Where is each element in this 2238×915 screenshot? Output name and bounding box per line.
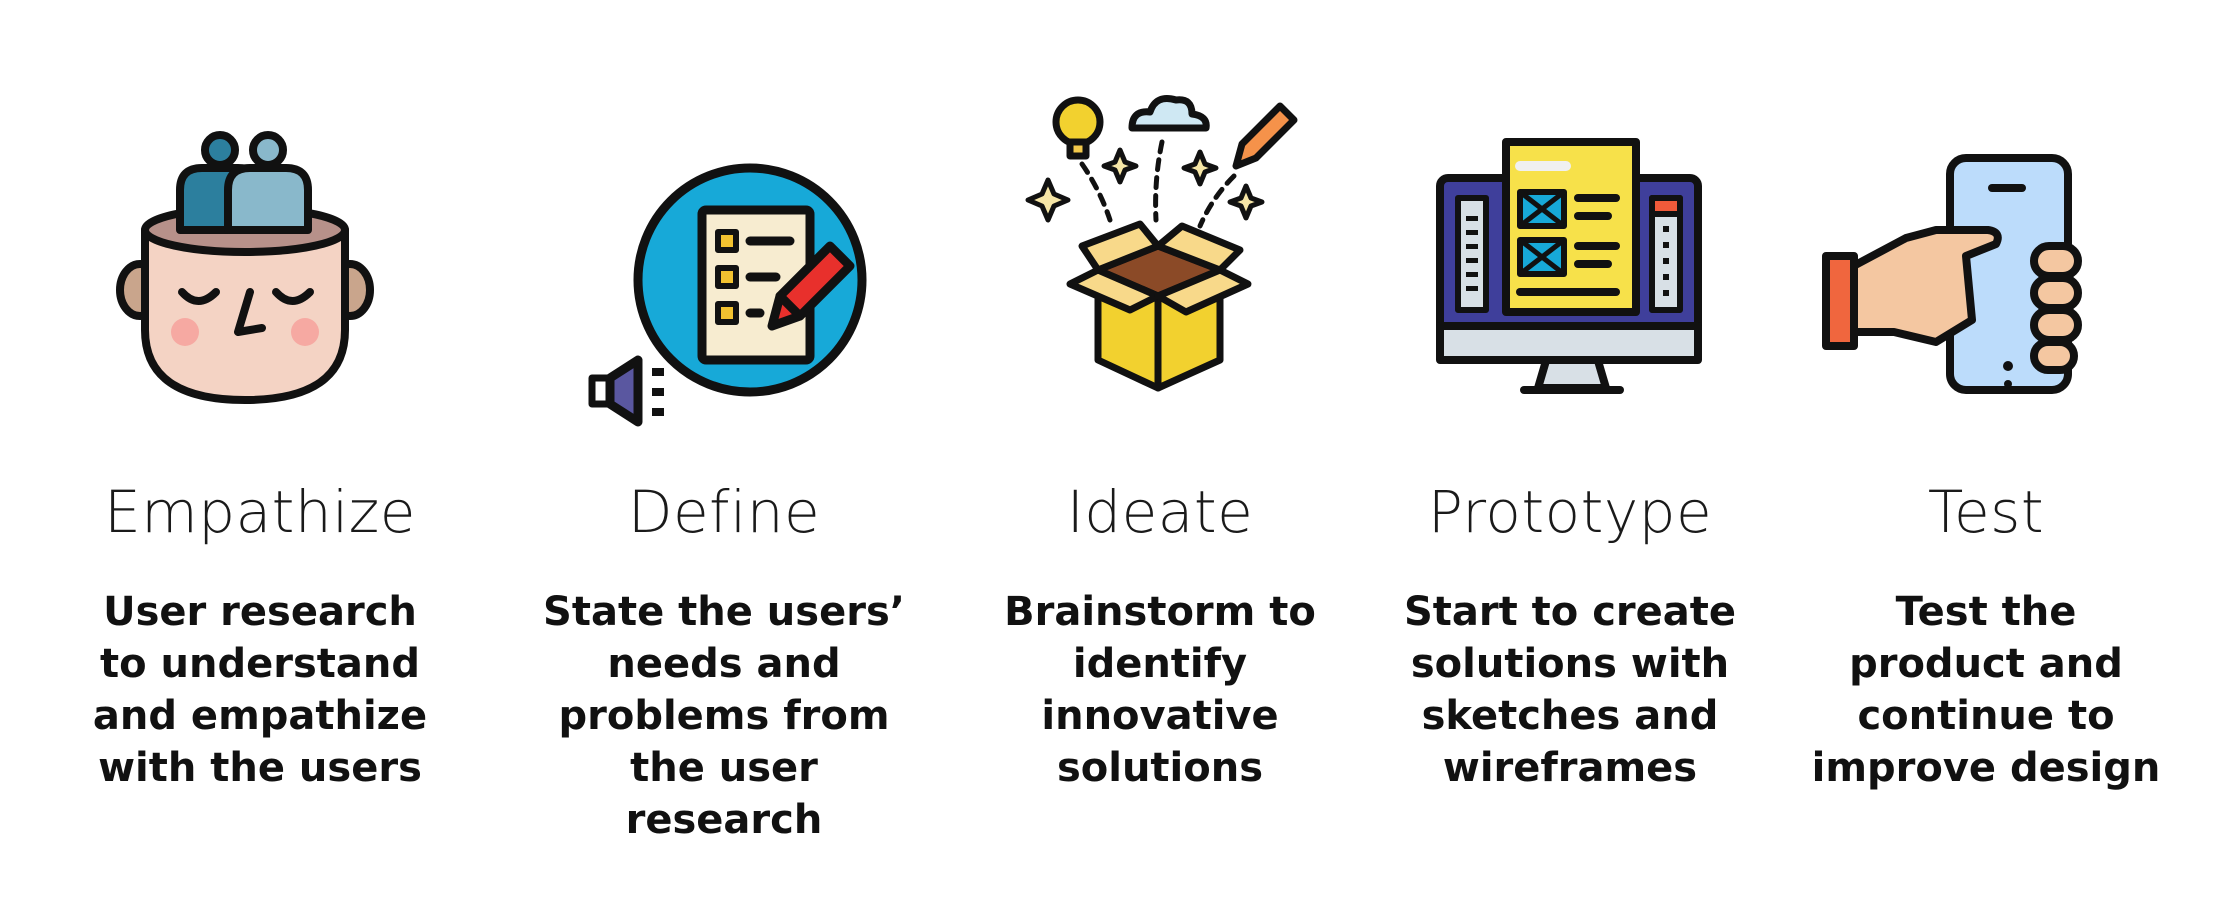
idea-box-icon [950, 70, 1370, 460]
step-description: Test the product and continue to improve… [1811, 589, 2161, 791]
step-empathize: Empathize User research to understand an… [50, 0, 470, 915]
monitor-wireframe-icon [1360, 70, 1780, 460]
hand-holding-phone-icon [1776, 70, 2196, 460]
step-test: Test Test the product and continue to im… [1776, 0, 2196, 915]
step-prototype: Prototype Start to create solutions with… [1360, 0, 1780, 915]
step-description: State the users’ needs and problems from… [543, 589, 905, 843]
step-description: Brainstorm to identify innovative soluti… [1004, 589, 1316, 791]
step-title: Ideate [1066, 478, 1254, 546]
step-title: Test [1927, 478, 2045, 546]
head-with-users-icon [50, 70, 470, 460]
step-description: User research to understand and empathiz… [92, 589, 428, 791]
step-title: Empathize [104, 478, 416, 546]
step-define: Define State the users’ needs and proble… [514, 0, 934, 915]
step-ideate: Ideate Brainstorm to identify innovative… [950, 0, 1370, 915]
step-title: Prototype [1427, 478, 1713, 546]
checklist-megaphone-icon [514, 70, 934, 460]
step-description: Start to create solutions with sketches … [1403, 589, 1737, 791]
step-title: Define [627, 478, 821, 546]
